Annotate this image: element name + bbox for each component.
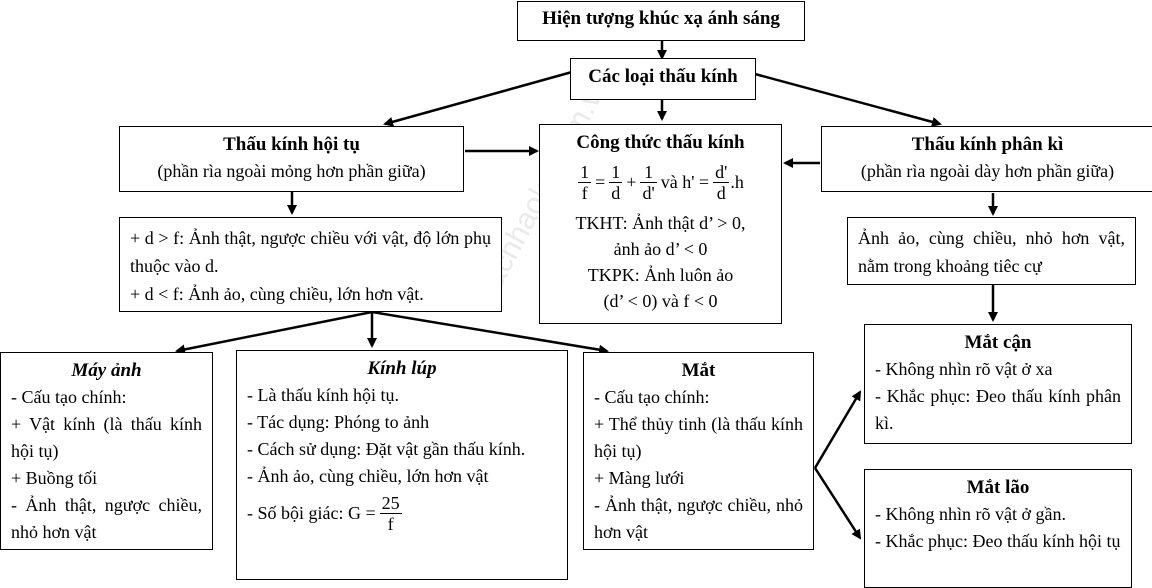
- formula-line: TKPK: Ảnh luôn ảo: [587, 265, 734, 285]
- lens-types-title: Các loại thấu kính: [588, 66, 738, 87]
- arrow-props-to-camera: [175, 310, 373, 355]
- magnifier-line: - Cách sử dụng: Đặt vật gần thấu kính.: [247, 439, 526, 459]
- plus-sign: +: [626, 172, 637, 192]
- diverging-property: Ảnh ảo, cùng chiều, nhỏ hơn vật, nằm tro…: [858, 228, 1125, 276]
- eye-line: - Cấu tạo chính:: [594, 387, 710, 407]
- presbyopia-title: Mắt lão: [966, 477, 1030, 498]
- frac-den: d: [716, 182, 726, 203]
- magnifier-line: - Tác dụng: Phóng to ảnh: [247, 412, 430, 432]
- eye-title: Mắt: [681, 360, 716, 381]
- eye-line: + Thể thủy tinh (là thấu kính hội tụ): [594, 414, 803, 461]
- arrow-types-to-converging: [383, 70, 573, 127]
- diverging-lens-node: Thấu kính phân kì (phần rìa ngoài dày hơ…: [821, 126, 1152, 192]
- converging-properties-node: + d > f: Ảnh thật, ngược chiều với vật, …: [119, 217, 502, 312]
- frac-dprime-d: d'd: [713, 161, 730, 203]
- frac-den: f: [581, 182, 588, 203]
- camera-title: Máy ảnh: [71, 360, 142, 381]
- converging-subtitle: (phần rìa ngoài mỏng hơn phần giữa): [157, 161, 426, 181]
- converging-title: Thấu kính hội tụ: [223, 134, 360, 155]
- presbyopia-node: Mắt lão - Không nhìn rõ vật ở gần. - Khắ…: [864, 469, 1132, 588]
- camera-line: + Vật kính (là thấu kính hội tụ): [11, 414, 202, 461]
- formula-line: TKHT: Ảnh thật d’ > 0,: [575, 213, 746, 233]
- magnifier-title: Kính lúp: [367, 358, 437, 379]
- camera-node: Máy ảnh - Cấu tạo chính: + Vật kính (là …: [0, 352, 213, 550]
- frac-num: 1: [609, 161, 623, 183]
- eye-node: Mắt - Cấu tạo chính: + Thể thủy tinh (là…: [583, 352, 814, 550]
- magnifier-line: - Là thấu kính hội tụ.: [247, 385, 399, 405]
- frac-num: 25: [379, 492, 402, 514]
- camera-line: - Ảnh thật, ngược chiều, nhỏ hơn vật: [11, 495, 202, 542]
- diverging-subtitle: (phần rìa ngoài dày hơn phần giữa): [860, 161, 1115, 181]
- frac-den: d': [642, 182, 655, 203]
- frac-den: d: [611, 182, 621, 203]
- frac-den: f: [387, 513, 394, 534]
- formula-line: (d’ < 0) và f < 0: [603, 291, 718, 311]
- diverging-properties-node: Ảnh ảo, cùng chiều, nhỏ hơn vật, nằm tro…: [847, 217, 1136, 285]
- formula-line: ảnh ảo d’ < 0: [613, 239, 708, 259]
- camera-line: + Buồng tối: [11, 468, 98, 488]
- presbyopia-line: - Không nhìn rõ vật ở gần.: [875, 504, 1066, 524]
- lens-types-node: Các loại thấu kính: [570, 58, 756, 100]
- root-node: Hiện tượng khúc xạ ánh sáng: [517, 1, 805, 41]
- presbyopia-line: - Khắc phục: Đeo thấu kính hội tụ: [875, 531, 1121, 551]
- arrow-types-to-diverging: [754, 72, 942, 127]
- frac-num: 1: [578, 161, 592, 183]
- myopia-title: Mắt cận: [964, 332, 1032, 353]
- magnifier-line: - Ảnh ảo, cùng chiều, lớn hơn vật: [247, 466, 489, 486]
- myopia-node: Mắt cận - Không nhìn rõ vật ở xa - Khắc …: [864, 324, 1132, 444]
- diverging-title: Thấu kính phân kì: [911, 134, 1064, 155]
- magnification-label: - Số bội giác: G =: [247, 502, 376, 523]
- myopia-line: - Khắc phục: Đeo thấu kính phân kì.: [875, 386, 1121, 433]
- myopia-line: - Không nhìn rõ vật ở xa: [875, 359, 1053, 379]
- magnifier-node: Kính lúp - Là thấu kính hội tụ. - Tác dụ…: [236, 350, 568, 580]
- root-title: Hiện tượng khúc xạ ánh sáng: [542, 8, 780, 29]
- frac-num: d': [713, 161, 730, 183]
- camera-line: - Cấu tạo chính:: [11, 387, 127, 407]
- converging-property: + d < f: Ảnh ảo, cùng chiều, lớn hơn vật…: [130, 284, 424, 304]
- arrow-props-to-eye: [371, 310, 609, 355]
- converging-property: + d > f: Ảnh thật, ngược chiều với vật, …: [130, 228, 491, 276]
- eye-line: - Ảnh thật, ngược chiều, nhỏ hơn vật: [594, 495, 803, 542]
- eye-line: + Màng lưới: [594, 468, 685, 488]
- height-suffix: .h: [730, 172, 744, 192]
- equals-sign: =: [595, 172, 606, 192]
- arrow-eye-to-presbyopia: [813, 467, 862, 540]
- formula-title: Công thức thấu kính: [576, 132, 745, 153]
- frac-num: 1: [640, 162, 657, 183]
- arrow-eye-to-myopia: [813, 390, 862, 469]
- converging-lens-node: Thấu kính hội tụ (phần rìa ngoài mỏng hơ…: [119, 126, 464, 192]
- and-text: và h' =: [660, 172, 710, 192]
